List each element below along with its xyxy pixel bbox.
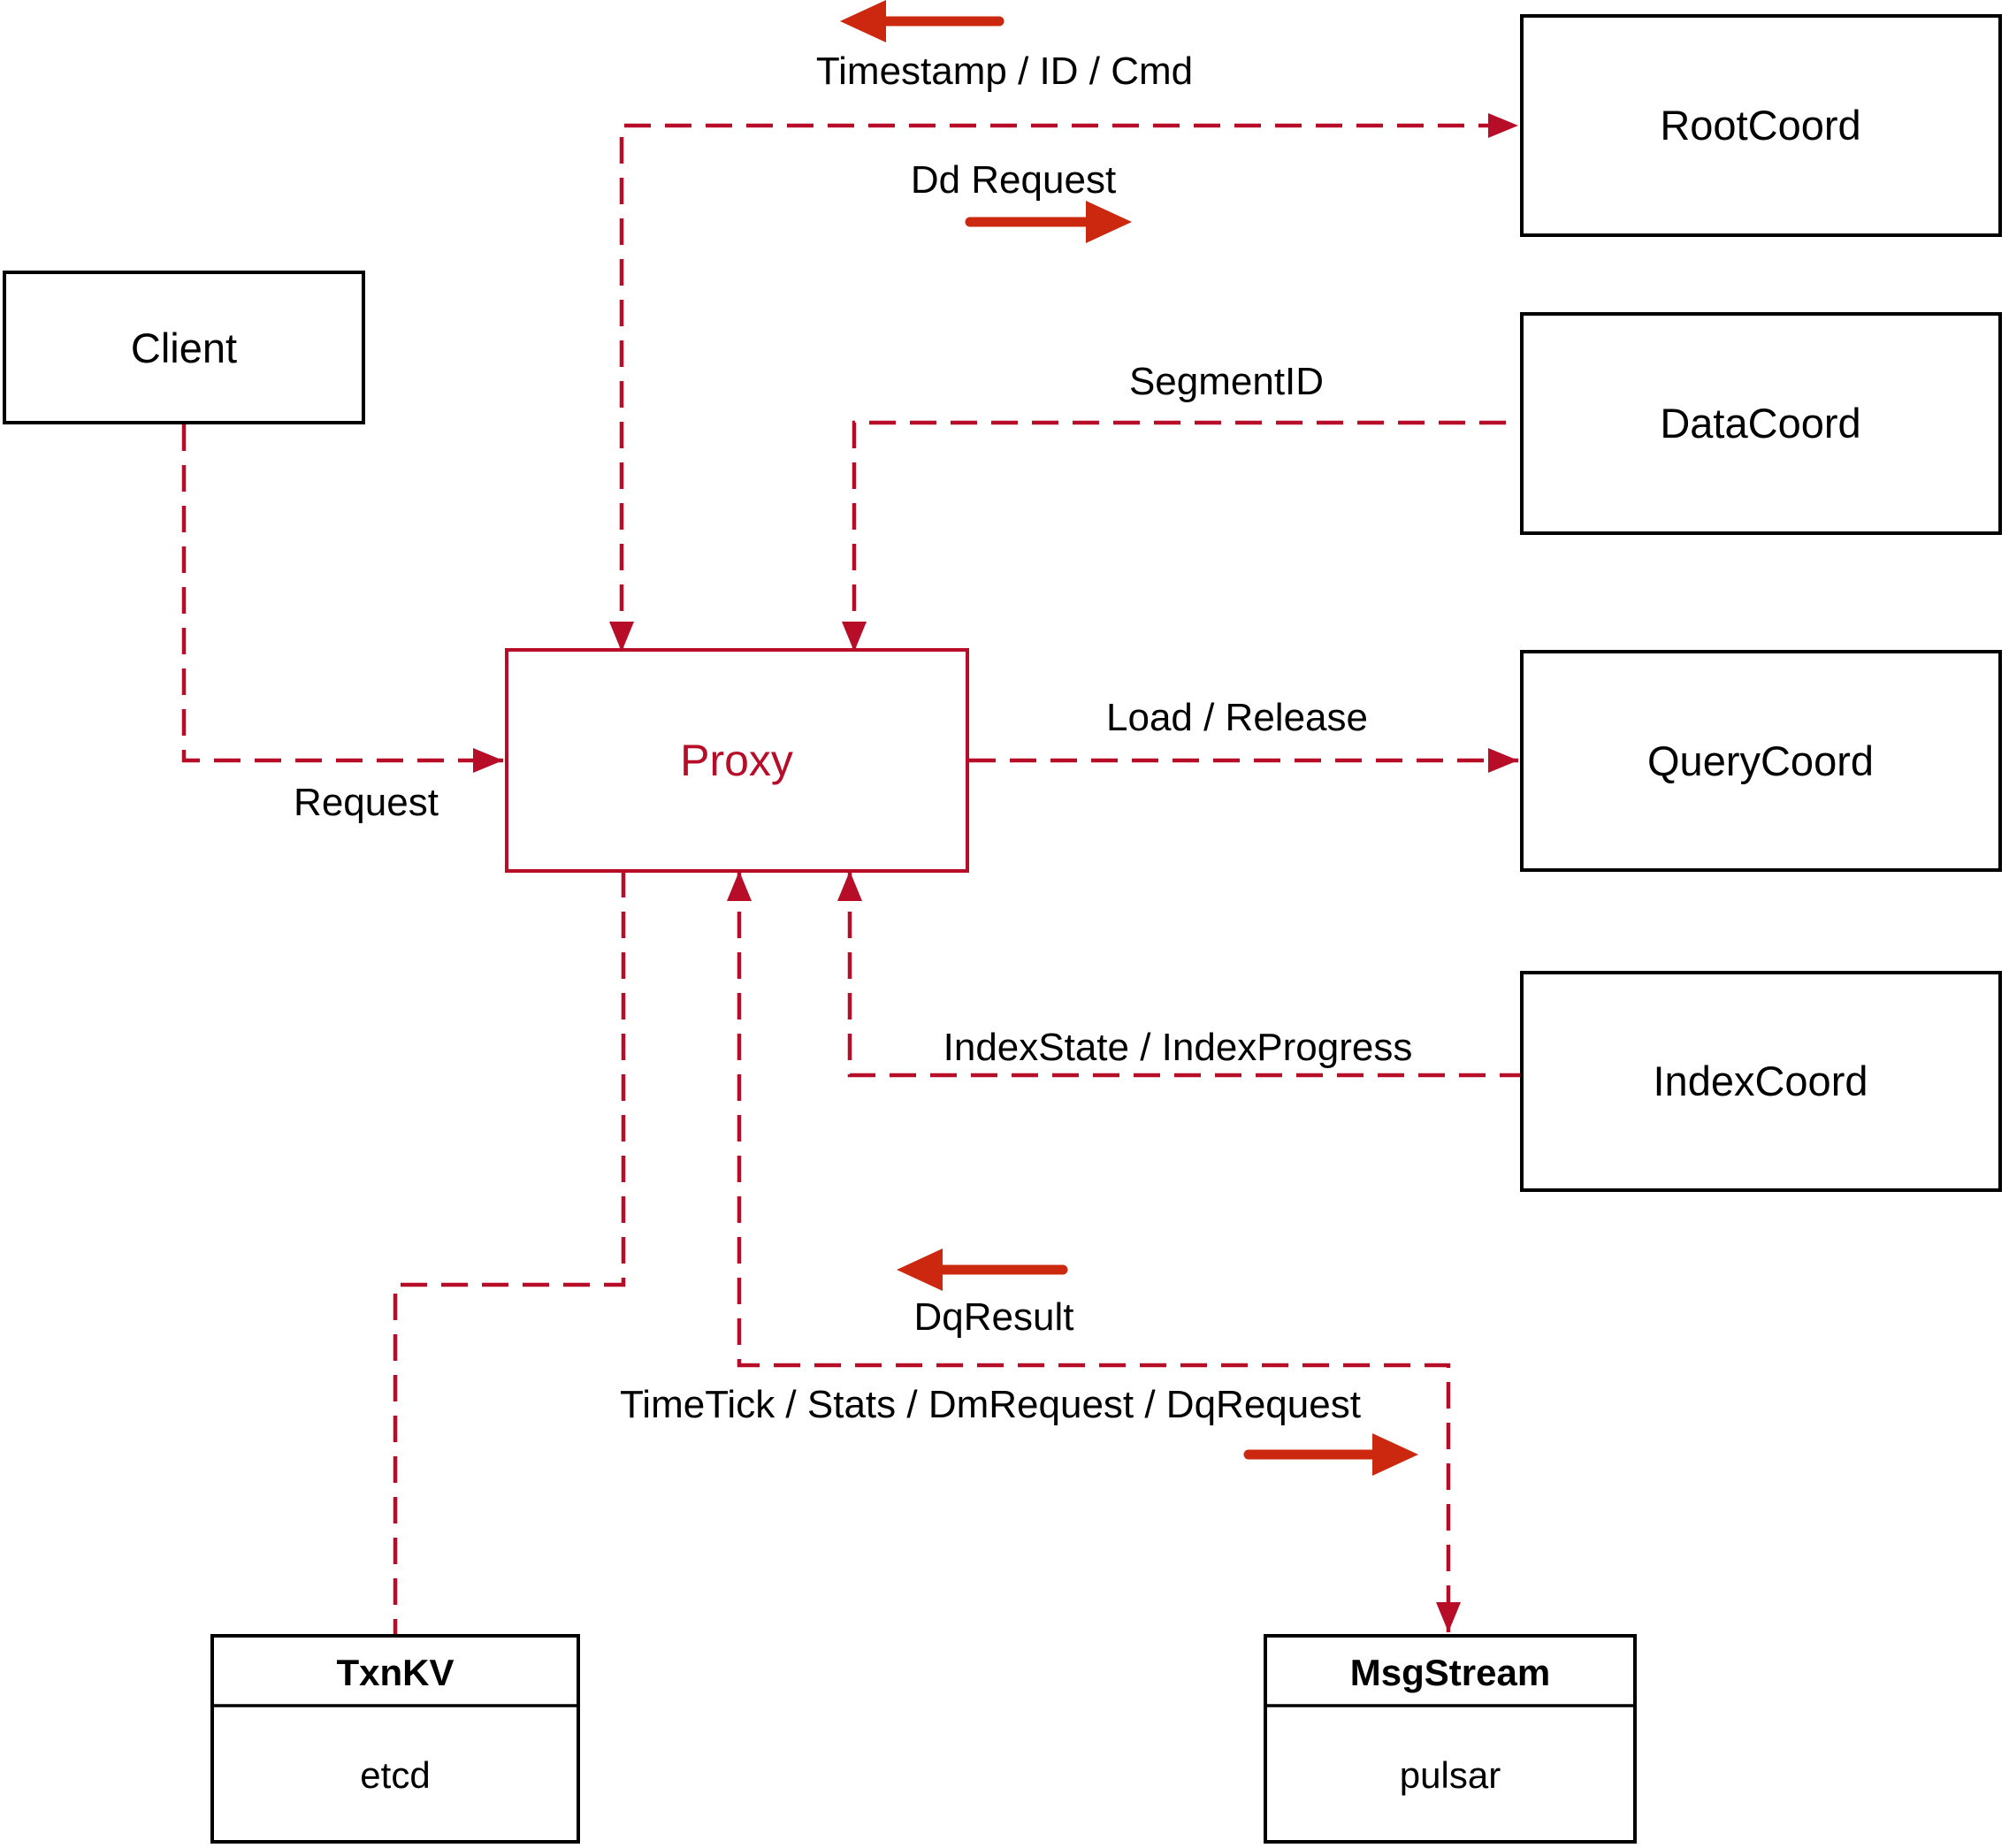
edge-labels: Timestamp / ID / Cmd Dd Request SegmentI…	[294, 50, 1412, 1426]
timestamp-id-cmd-label: Timestamp / ID / Cmd	[816, 50, 1193, 93]
edge-proxy-rootcoord	[609, 113, 1518, 652]
txnkv-box	[210, 1634, 580, 1844]
indexcoord-box	[1520, 971, 2002, 1192]
datacoord-box	[1520, 312, 2002, 535]
node-datacoord: DataCoord	[1520, 312, 2002, 535]
node-txnkv: TxnKV etcd	[210, 1634, 580, 1844]
edge-client-proxy	[181, 424, 503, 773]
msgstream-impl-label: pulsar	[1400, 1754, 1501, 1796]
node-msgstream: MsgStream pulsar	[1264, 1634, 1637, 1844]
dqresult-left-arrowhead-icon	[897, 1249, 943, 1291]
client-label: Client	[131, 325, 237, 371]
msgstream-title: MsgStream	[1350, 1652, 1550, 1693]
rootcoord-label: RootCoord	[1660, 102, 1860, 149]
time-tick-stats-label: TimeTick / Stats / DmRequest / DqRequest	[620, 1383, 1361, 1426]
dd-request-label: Dd Request	[911, 158, 1116, 202]
msgstream-box	[1264, 1634, 1637, 1844]
indexcoord-label: IndexCoord	[1654, 1058, 1868, 1104]
request-label: Request	[294, 781, 439, 824]
timetick-right-arrowhead-icon	[1372, 1433, 1418, 1476]
rootcoord-box	[1520, 14, 2002, 237]
dq-result-label: DqResult	[914, 1295, 1074, 1339]
node-proxy: Proxy	[505, 648, 969, 873]
direction-arrows	[840, 0, 1418, 1476]
edge-proxy-msgstream	[727, 871, 1461, 1632]
client-box	[3, 271, 365, 424]
txnkv-impl-label: etcd	[360, 1754, 430, 1796]
segment-id-label: SegmentID	[1129, 360, 1324, 403]
node-indexcoord: IndexCoord	[1520, 971, 2002, 1192]
node-querycoord: QueryCoord	[1520, 650, 2002, 872]
proxy-box	[505, 648, 969, 873]
index-state-progress-label: IndexState / IndexProgress	[943, 1026, 1413, 1069]
node-rootcoord: RootCoord	[1520, 14, 2002, 237]
datacoord-label: DataCoord	[1660, 400, 1860, 447]
querycoord-label: QueryCoord	[1647, 737, 1874, 784]
querycoord-box	[1520, 650, 2002, 872]
timestamp-left-arrowhead-icon	[840, 0, 886, 42]
edge-datacoord-proxy	[842, 420, 1520, 652]
edge-proxy-txnkv	[393, 871, 626, 1634]
edges	[181, 113, 1520, 1634]
txnkv-title: TxnKV	[336, 1652, 454, 1693]
proxy-label: Proxy	[680, 736, 793, 785]
node-client: Client	[3, 271, 365, 424]
load-release-label: Load / Release	[1106, 696, 1368, 739]
dd-request-right-arrowhead-icon	[1086, 201, 1132, 243]
